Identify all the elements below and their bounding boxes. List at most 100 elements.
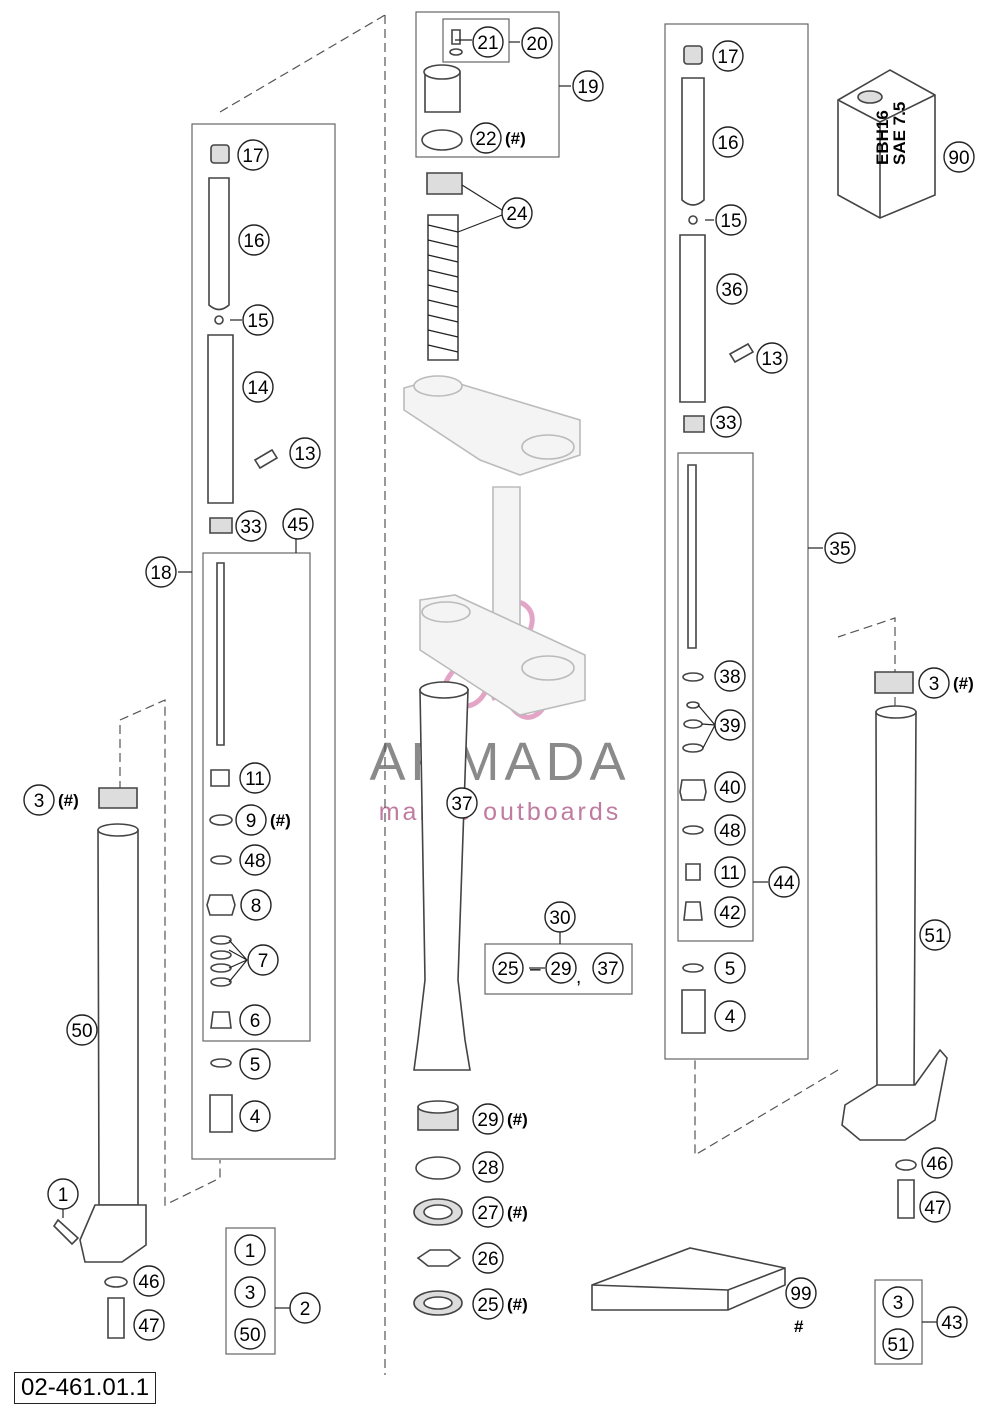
callout-number: 45 <box>287 515 308 536</box>
range-comma: , <box>576 967 581 988</box>
callout-note: (#) <box>507 1295 528 1314</box>
callout-47: 47 <box>133 1309 165 1341</box>
callout-50: 50 <box>66 1014 98 1046</box>
callout-number: 2 <box>300 1299 311 1320</box>
callout-13: 13 <box>756 342 788 374</box>
callout-17: 17 <box>237 139 269 171</box>
shims-7 <box>210 935 232 987</box>
callout-number: 14 <box>247 378 269 399</box>
watermark-tagline: marine outboards <box>379 798 622 826</box>
leader-lines <box>62 39 937 1323</box>
callout-number: 25 <box>497 959 518 980</box>
bushing-3-left <box>98 787 138 809</box>
callout-25: 25(#) <box>472 1288 528 1320</box>
oil-can-label-line1: EBH16 <box>873 110 892 165</box>
callout-25: 25 <box>492 952 524 984</box>
callout-number: 22 <box>475 129 496 150</box>
callout-number: 5 <box>725 959 736 980</box>
callout-number: 90 <box>948 148 969 169</box>
callout-number: 11 <box>245 769 265 790</box>
callout-19: 19 <box>572 70 604 102</box>
callout-22: 22 (#) <box>470 122 526 154</box>
callout-note: (#) <box>505 129 526 148</box>
cap-17-left <box>210 144 230 164</box>
callout-15: 15 <box>242 304 274 336</box>
callout-27: 27(#) <box>472 1196 528 1228</box>
left-outer-tube-50 <box>52 787 147 1339</box>
callout-number: 6 <box>250 1011 261 1032</box>
callout-number: 33 <box>715 413 736 434</box>
washer-46-left <box>104 1276 128 1288</box>
callout-number: 16 <box>243 231 264 252</box>
callout-number: 44 <box>773 873 795 894</box>
callout-36: 36 <box>716 273 748 305</box>
callout-number: 28 <box>477 1158 498 1179</box>
callout-number: 43 <box>941 1313 962 1334</box>
callout-26: 26 <box>472 1242 504 1274</box>
callout-4: 4 <box>714 1000 746 1032</box>
callout-number: 39 <box>719 716 740 737</box>
clip-26 <box>416 1249 462 1267</box>
bottom-4-left <box>209 1094 233 1133</box>
callout-16: 16 <box>238 224 270 256</box>
range-dash: – <box>530 959 541 980</box>
callout-2: 2 <box>289 1292 321 1324</box>
callout-39: 39 <box>714 709 746 741</box>
callout-note: (#) <box>507 1203 528 1222</box>
callout-43: 43 <box>936 1306 968 1338</box>
callout-number: 29 <box>477 1110 498 1131</box>
callout-note: (#) <box>270 811 291 830</box>
oil-can-label-line2: SAE 7.5 <box>890 102 909 165</box>
callout-5: 5 <box>714 952 746 984</box>
drawing-number: 02-461.01.1 <box>14 1372 157 1404</box>
callout-number: 9 <box>246 811 257 832</box>
callout-number: 46 <box>138 1272 159 1293</box>
callout-number: 51 <box>924 926 945 947</box>
spring-24 <box>426 172 463 361</box>
callout-6: 6 <box>239 1004 271 1036</box>
callout-number: 37 <box>451 794 472 815</box>
callout-number: 47 <box>138 1316 159 1337</box>
callout-note: (#) <box>507 1110 528 1129</box>
callout-number: 3 <box>893 1293 904 1314</box>
callout-number: 33 <box>240 517 261 538</box>
callout-number: 46 <box>926 1154 947 1175</box>
callout-number: 11 <box>720 863 740 884</box>
right-outer-tube-51 <box>841 671 948 1219</box>
callout-90: 90 <box>943 141 975 173</box>
callout-11: 11 <box>239 762 271 794</box>
spare-parts-pack-99 <box>591 1247 786 1311</box>
spring-33-left <box>209 517 233 534</box>
callout-number: 3 <box>929 674 940 695</box>
callout-1: 1 <box>47 1178 79 1210</box>
callout-number: 3 <box>34 791 45 812</box>
right-cartridge-parts <box>679 45 755 1034</box>
callout-number: 99 <box>790 1284 811 1305</box>
washer-9 <box>209 814 233 826</box>
bolt-1 <box>52 1218 80 1246</box>
triple-clamp-ghost <box>403 375 586 716</box>
damper-rod-45 <box>216 562 225 746</box>
left-cartridge-parts <box>206 144 279 1133</box>
callout-8: 8 <box>240 889 272 921</box>
callout-number: 48 <box>244 851 265 872</box>
callout-number: 42 <box>719 903 740 924</box>
callout-4: 4 <box>239 1100 271 1132</box>
callout-number: 8 <box>251 896 262 917</box>
callout-number: 21 <box>477 33 498 54</box>
callout-29: 29 (#) <box>472 1103 528 1135</box>
callout-17: 17 <box>712 40 744 72</box>
callout-number: 16 <box>717 133 738 154</box>
callout-99: 99 <box>785 1277 817 1309</box>
center-outer-tube-37 <box>413 681 471 1316</box>
callout-number: 5 <box>250 1055 261 1076</box>
callout-13: 13 <box>289 437 321 469</box>
oring-15-left <box>214 315 224 325</box>
callout-number: 51 <box>887 1335 908 1356</box>
callout-38: 38 <box>714 660 746 692</box>
nut-11-left <box>210 769 230 787</box>
callout-number: 15 <box>247 311 268 332</box>
callout-number: 7 <box>258 951 269 972</box>
callout-50: 50 <box>234 1318 266 1350</box>
